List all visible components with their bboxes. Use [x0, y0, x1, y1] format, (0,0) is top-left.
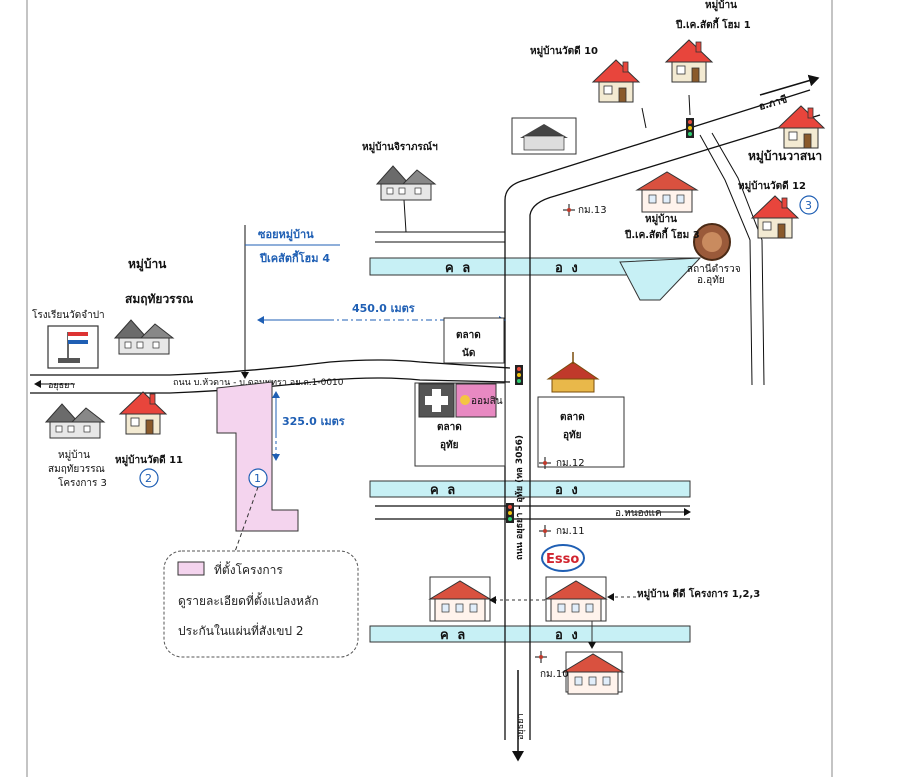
canal-label: ค ล	[445, 261, 472, 276]
km-12: กม.12	[556, 458, 585, 469]
canal-label: อ ง	[555, 483, 580, 498]
km-marker-icon	[538, 524, 552, 538]
marker-2	[139, 468, 159, 488]
temple-icon	[546, 352, 600, 393]
distance-450: 450.0 เมตร	[257, 302, 506, 324]
market-uthai-left-label2: อุทัย	[440, 439, 459, 451]
village-wasana-label: หมู่บ้านวาสนา	[748, 149, 822, 164]
house-icon	[665, 39, 713, 83]
gsb-bank-icon: ออมสิน	[455, 383, 503, 418]
market-nat-label: ตลาด	[456, 330, 481, 341]
market-uthai-right: ตลาด อุทัย	[537, 396, 625, 468]
dd-house-left	[429, 576, 491, 622]
marker-2-label: 2	[145, 472, 152, 485]
house-icon	[45, 403, 105, 439]
legend: ที่ตั้งโครงการ ดูรายละเอียดที่ตั้งแปลงหล…	[163, 550, 359, 658]
village-pk1-label2: ปี.เค.สัตกี้ โฮม 1	[675, 17, 750, 31]
esso-label: Esso	[546, 552, 579, 567]
school-icon	[47, 325, 99, 369]
gsb-bank-label: ออมสิน	[471, 396, 503, 407]
village-somsuk-label: หมู่บ้าน	[128, 257, 167, 272]
market-uthai-left-label: ตลาด	[437, 422, 462, 433]
police-station-icon	[693, 223, 731, 261]
market-uthai-right-label2: อุทัย	[563, 429, 582, 441]
house-icon	[592, 59, 640, 103]
km-13: กม.13	[578, 205, 607, 216]
canal-label: ค ล	[440, 628, 467, 643]
police-label-b: อ.อุทัย	[697, 275, 725, 286]
traffic-signal-icon	[515, 365, 523, 385]
village-wattadi12-label: หมู่บ้านวัตดี 12	[738, 180, 806, 193]
canal-label: ค ล	[430, 483, 457, 498]
km-11: กม.11	[556, 526, 585, 537]
marker-1-label: 1	[254, 472, 261, 485]
house-icon	[114, 319, 174, 355]
dd-house-mid	[545, 576, 607, 622]
village-somsuk-label2: สมฤทัยวรรณ	[125, 292, 193, 306]
marker-3	[799, 195, 819, 215]
soi-label-a: ซอยหมู่บ้าน	[258, 228, 314, 242]
house-icon	[376, 165, 436, 201]
house-icon	[777, 105, 825, 149]
legend-line1: ที่ตั้งโครงการ	[214, 561, 283, 577]
marker-3-label: 3	[805, 199, 812, 212]
distance-325: 325.0 เมตร	[272, 391, 345, 461]
village-pk3-label: หมู่บ้าน	[645, 213, 677, 226]
legend-swatch	[177, 561, 205, 576]
house-icon	[751, 195, 799, 239]
canal-label: อ ง	[555, 628, 580, 643]
dd-house-bottom	[562, 651, 624, 695]
distance-450-label: 450.0 เมตร	[352, 302, 415, 315]
to-phachi: อ.ภาชี	[758, 93, 789, 113]
house-icon	[119, 391, 167, 435]
village-pk1-label: หมู่บ้าน	[705, 0, 737, 12]
village-jarinthorn-label: หมู่บ้านจิราภรณ์ฯ	[362, 141, 438, 154]
km-10: กม.10	[540, 669, 569, 680]
village-didi-label: หมู่บ้าน ดีดี โครงการ 1,2,3	[637, 587, 760, 601]
village-pk3-label2: ปี.เค.สัตกี้ โฮม 3	[624, 227, 699, 241]
nongkhae-road: อ.หนองแค	[375, 505, 691, 520]
market-uthai-right-label: ตลาด	[560, 412, 585, 423]
soi-label-b: ปีเคสัตกี้โฮม 4	[259, 250, 330, 265]
legend-line2: ดูรายละเอียดที่ตั้งแปลงหลัก	[178, 592, 319, 609]
km-marker-icon	[562, 203, 576, 217]
village-wattadi11-label: หมู่บ้านวัตดี 11	[115, 454, 183, 467]
market-nat-label2: นัด	[462, 347, 475, 359]
to-nongkhae: อ.หนองแค	[615, 508, 662, 519]
project-parcel: 1	[216, 381, 299, 561]
km-marker-icon	[534, 650, 548, 664]
to-ayutthaya-left: อยุธยา	[48, 381, 75, 391]
village-somsuk3-label: หมู่บ้าน	[58, 449, 90, 461]
highway-label: ถนน อยุธยา - อุทัย (ทล 3056)	[514, 435, 525, 560]
hospital-icon	[418, 383, 455, 418]
traffic-signal-icon	[686, 118, 694, 138]
legend-line3: ประกันในแผ่นที่สังเขป 2	[178, 622, 303, 638]
house-icon	[636, 171, 698, 213]
police-label-a: สถานีตำรวจ	[687, 263, 741, 275]
canal-label: อ ง	[555, 261, 580, 276]
village-wattadi10-label: หมู่บ้านวัตดี 10	[530, 45, 598, 58]
canal-top: ค ล อ ง	[369, 257, 702, 301]
to-ayutthaya-bottom: อยุธยา	[516, 714, 526, 741]
house-box-icon	[511, 117, 577, 155]
school-label: โรงเรียนวัดจำปา	[32, 308, 105, 321]
village-somsuk3-label3: โครงการ 3	[58, 476, 107, 489]
distance-325-label: 325.0 เมตร	[282, 415, 345, 428]
traffic-signal-icon	[506, 503, 514, 523]
soi-pk4: ซอยหมู่บ้าน ปีเคสัตกี้โฮม 4	[241, 225, 340, 379]
village-somsuk3-label2: สมฤทัยวรรณ	[48, 464, 105, 475]
market-nat: ตลาด นัด	[443, 317, 505, 364]
esso-logo: Esso	[541, 544, 585, 572]
